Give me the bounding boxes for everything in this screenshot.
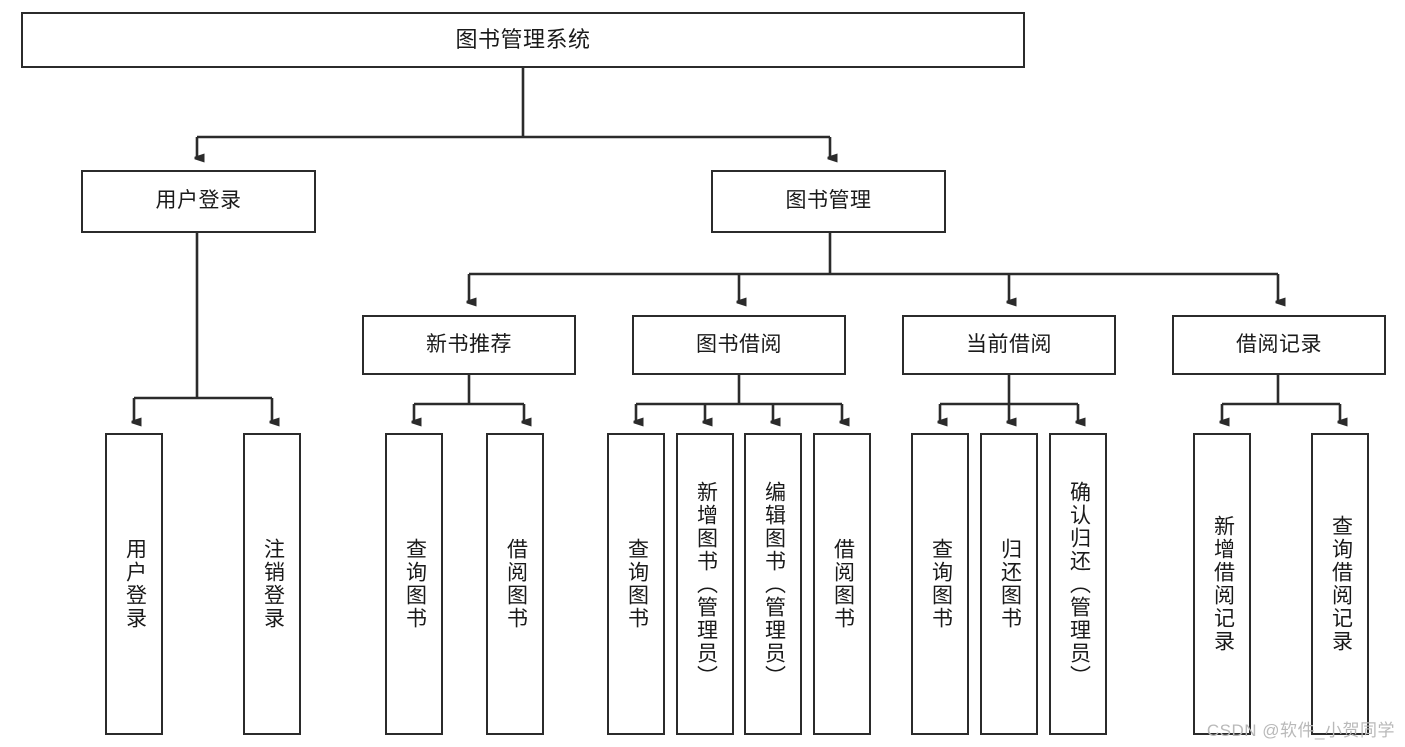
leaf-user-login[interactable]: 用户登录 xyxy=(105,433,163,735)
node-label: 查询图书 xyxy=(403,538,427,630)
node-label: 图书管理系统 xyxy=(455,27,591,53)
node-label: 新增借阅记录 xyxy=(1211,515,1235,653)
node-label: 借阅图书 xyxy=(504,538,528,630)
leaf-add-book-admin[interactable]: 新增图书（管理员） xyxy=(676,433,734,735)
node-label: 查询图书 xyxy=(929,538,953,630)
node-label: 确认归还（管理员） xyxy=(1067,480,1091,688)
node-label: 注销登录 xyxy=(261,538,285,630)
node-label: 查询图书 xyxy=(625,538,649,630)
leaf-confirm-return-admin[interactable]: 确认归还（管理员） xyxy=(1049,433,1107,735)
leaf-query-books-current[interactable]: 查询图书 xyxy=(911,433,969,735)
node-label: 编辑图书（管理员） xyxy=(762,480,786,688)
node-book-borrowing[interactable]: 图书借阅 xyxy=(632,315,846,375)
leaf-query-borrow-record[interactable]: 查询借阅记录 xyxy=(1311,433,1369,735)
leaf-query-books-recommendation[interactable]: 查询图书 xyxy=(385,433,443,735)
leaf-query-books-borrowing[interactable]: 查询图书 xyxy=(607,433,665,735)
node-current-borrowing[interactable]: 当前借阅 xyxy=(902,315,1116,375)
node-label: 用户登录 xyxy=(123,538,147,630)
leaf-logout[interactable]: 注销登录 xyxy=(243,433,301,735)
node-label: 归还图书 xyxy=(998,538,1022,630)
node-label: 新书推荐 xyxy=(426,332,512,356)
node-root-book-management-system[interactable]: 图书管理系统 xyxy=(21,12,1025,68)
node-label: 图书借阅 xyxy=(696,332,782,356)
node-label: 新增图书（管理员） xyxy=(694,480,718,688)
node-book-management[interactable]: 图书管理 xyxy=(711,170,946,233)
node-label: 当前借阅 xyxy=(966,332,1052,356)
leaf-add-borrow-record[interactable]: 新增借阅记录 xyxy=(1193,433,1251,735)
node-borrowing-records[interactable]: 借阅记录 xyxy=(1172,315,1386,375)
node-label: 查询借阅记录 xyxy=(1329,515,1353,653)
node-label: 借阅图书 xyxy=(831,538,855,630)
leaf-return-books[interactable]: 归还图书 xyxy=(980,433,1038,735)
node-label: 图书管理 xyxy=(785,189,872,213)
node-new-book-recommendation[interactable]: 新书推荐 xyxy=(362,315,576,375)
node-user-login[interactable]: 用户登录 xyxy=(81,170,316,233)
leaf-edit-book-admin[interactable]: 编辑图书（管理员） xyxy=(744,433,802,735)
node-label: 用户登录 xyxy=(155,189,242,213)
node-label: 借阅记录 xyxy=(1236,332,1322,356)
leaf-borrow-books-recommendation[interactable]: 借阅图书 xyxy=(486,433,544,735)
watermark-csdn: CSDN @软件_小贺同学 xyxy=(1206,721,1395,740)
leaf-borrow-books-borrowing[interactable]: 借阅图书 xyxy=(813,433,871,735)
